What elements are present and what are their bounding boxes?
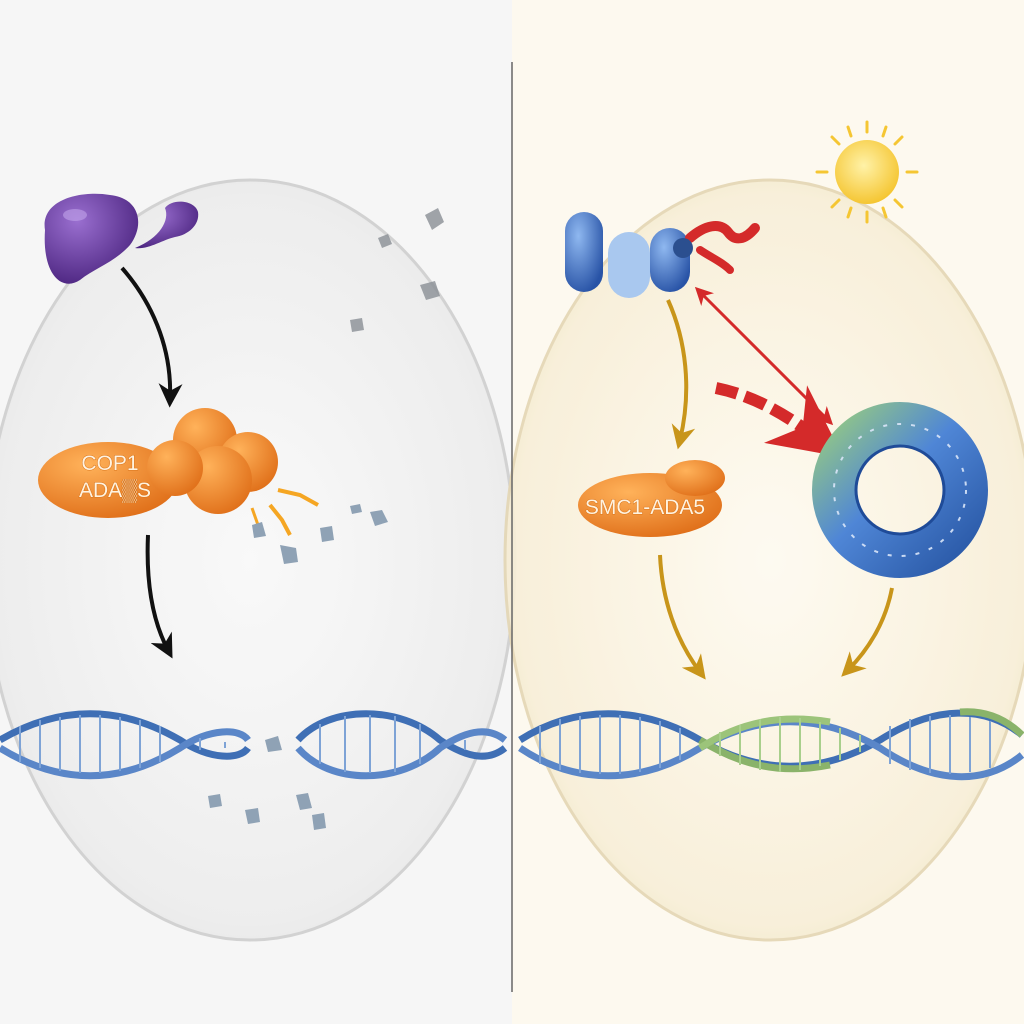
dna-fragments <box>208 736 326 830</box>
gold-arrow-1 <box>666 299 696 450</box>
cop1-ada-complex: COP1 ADA▒S <box>38 408 278 518</box>
arrow-left-2 <box>145 534 173 659</box>
right-cell <box>503 178 1024 942</box>
purple-photoreceptor-icon <box>44 193 199 284</box>
blue-photoreceptor-icon <box>565 212 760 298</box>
dna-helix-intact <box>518 708 1024 781</box>
degradation-fragments <box>250 488 388 564</box>
smc1-ada5-label: SMC1-ADA5 <box>585 496 705 519</box>
gold-arrow-2 <box>658 554 706 680</box>
sun-icon <box>815 120 919 224</box>
smc1-ada5-complex: SMC1-ADA5 <box>578 460 725 537</box>
cop1-label-line2: ADA▒S <box>79 479 151 503</box>
degraded-fragments-top <box>350 208 444 332</box>
arrow-left-1 <box>120 266 183 408</box>
gold-arrow-3 <box>841 587 894 677</box>
cop1-label-line1: COP1 <box>81 452 138 475</box>
red-arrow-thick <box>714 382 844 458</box>
dna-helix-broken <box>0 710 508 780</box>
ring-complex-icon <box>812 402 988 578</box>
